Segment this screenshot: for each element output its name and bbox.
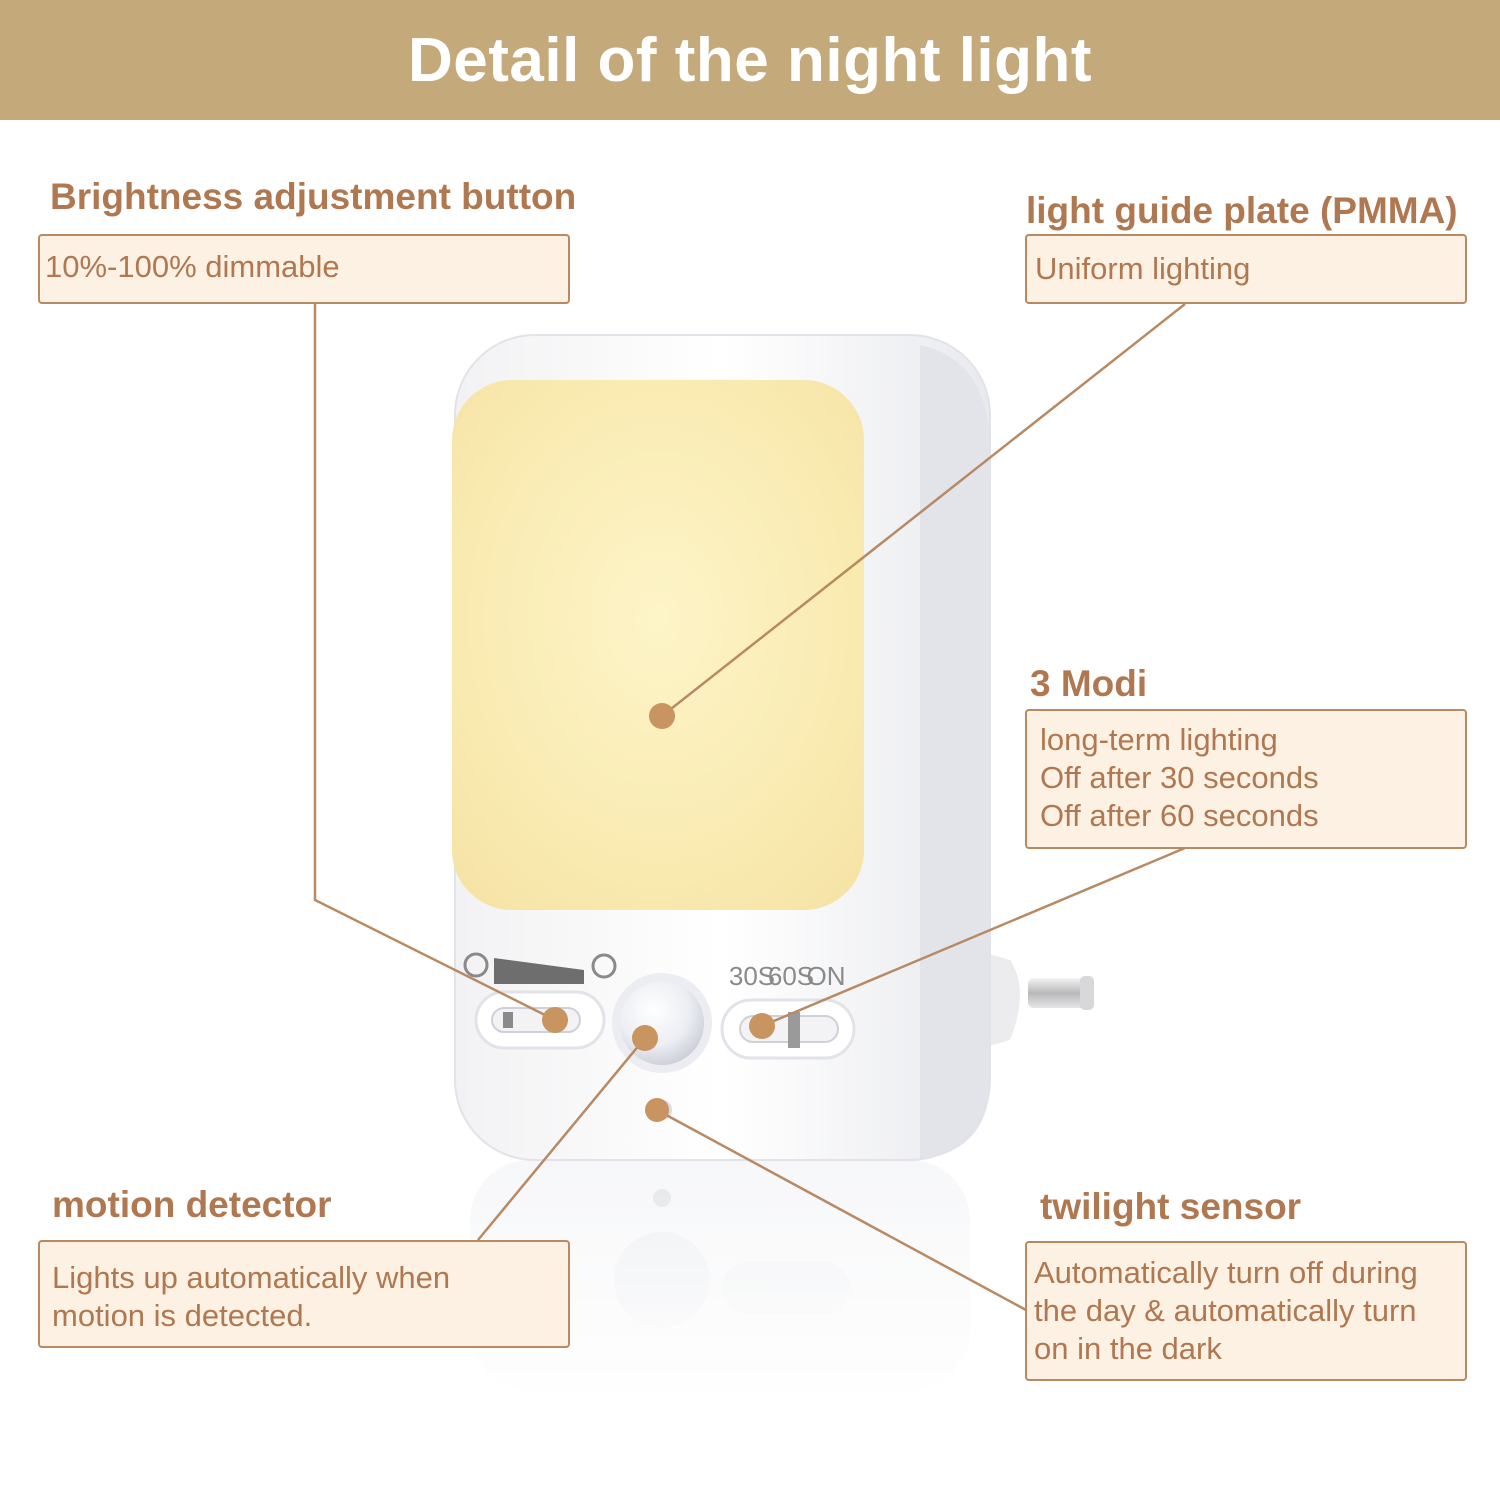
modes-callout-title: 3 Modi	[1030, 663, 1148, 704]
page-title: Detail of the night light	[407, 25, 1093, 95]
pointer-dot-brightness	[542, 1007, 568, 1033]
mode-label-on: ON	[807, 961, 846, 991]
light-guide-callout-text: Uniform lighting	[1035, 251, 1251, 286]
leader-twilight	[656, 1108, 1027, 1312]
light-guide-callout-box: Uniform lighting	[1025, 234, 1467, 304]
brightness-slider-switch	[463, 952, 617, 1050]
dim-sun-icon	[463, 952, 489, 978]
twilight-line-3: on in the dark	[1034, 1331, 1222, 1366]
brightness-callout-box: 10%-100% dimmable	[38, 234, 570, 304]
twilight-callout-title: twilight sensor	[1040, 1186, 1302, 1227]
pointer-dot-motion	[632, 1025, 658, 1051]
brightness-callout-text: 10%-100% dimmable	[45, 249, 340, 284]
pointer-dot-light-guide	[649, 703, 675, 729]
twilight-line-2: the day & automatically turn	[1034, 1293, 1417, 1328]
callout-leader-lines	[313, 303, 1186, 1312]
title-banner: Detail of the night light	[0, 0, 1500, 120]
modes-line-1: long-term lighting	[1040, 722, 1278, 757]
bright-sun-icon	[591, 953, 617, 979]
motion-callout-box: Lights up automatically when motion is d…	[38, 1240, 570, 1348]
modes-callout-box: long-term lighting Off after 30 seconds …	[1025, 709, 1467, 849]
modes-line-2: Off after 30 seconds	[1040, 760, 1319, 795]
leader-light-guide	[661, 303, 1186, 717]
motion-line-2: motion is detected.	[52, 1298, 313, 1333]
leader-modes	[761, 846, 1186, 1028]
brightness-ramp-icon	[494, 958, 584, 984]
mode-switch: 30S 60S ON	[720, 961, 856, 1060]
leader-motion	[477, 1037, 646, 1241]
twilight-callout-box: Automatically turn off during the day & …	[1025, 1241, 1467, 1381]
twilight-line-1: Automatically turn off during	[1034, 1255, 1418, 1290]
motion-line-1: Lights up automatically when	[52, 1260, 451, 1295]
motion-callout-title: motion detector	[52, 1184, 332, 1225]
pointer-dots	[542, 703, 775, 1122]
brightness-callout-title: Brightness adjustment button	[50, 176, 577, 217]
mode-label-60s: 60S	[768, 961, 814, 991]
pointer-dot-twilight	[645, 1098, 669, 1122]
light-guide-panel	[452, 380, 864, 910]
pointer-dot-modes	[749, 1013, 775, 1039]
plug-pin	[975, 950, 1094, 1050]
light-guide-callout-title: light guide plate (PMMA)	[1026, 190, 1458, 231]
modes-line-3: Off after 60 seconds	[1040, 798, 1319, 833]
mode-label-30s: 30S	[729, 961, 775, 991]
leader-brightness	[313, 304, 556, 1022]
